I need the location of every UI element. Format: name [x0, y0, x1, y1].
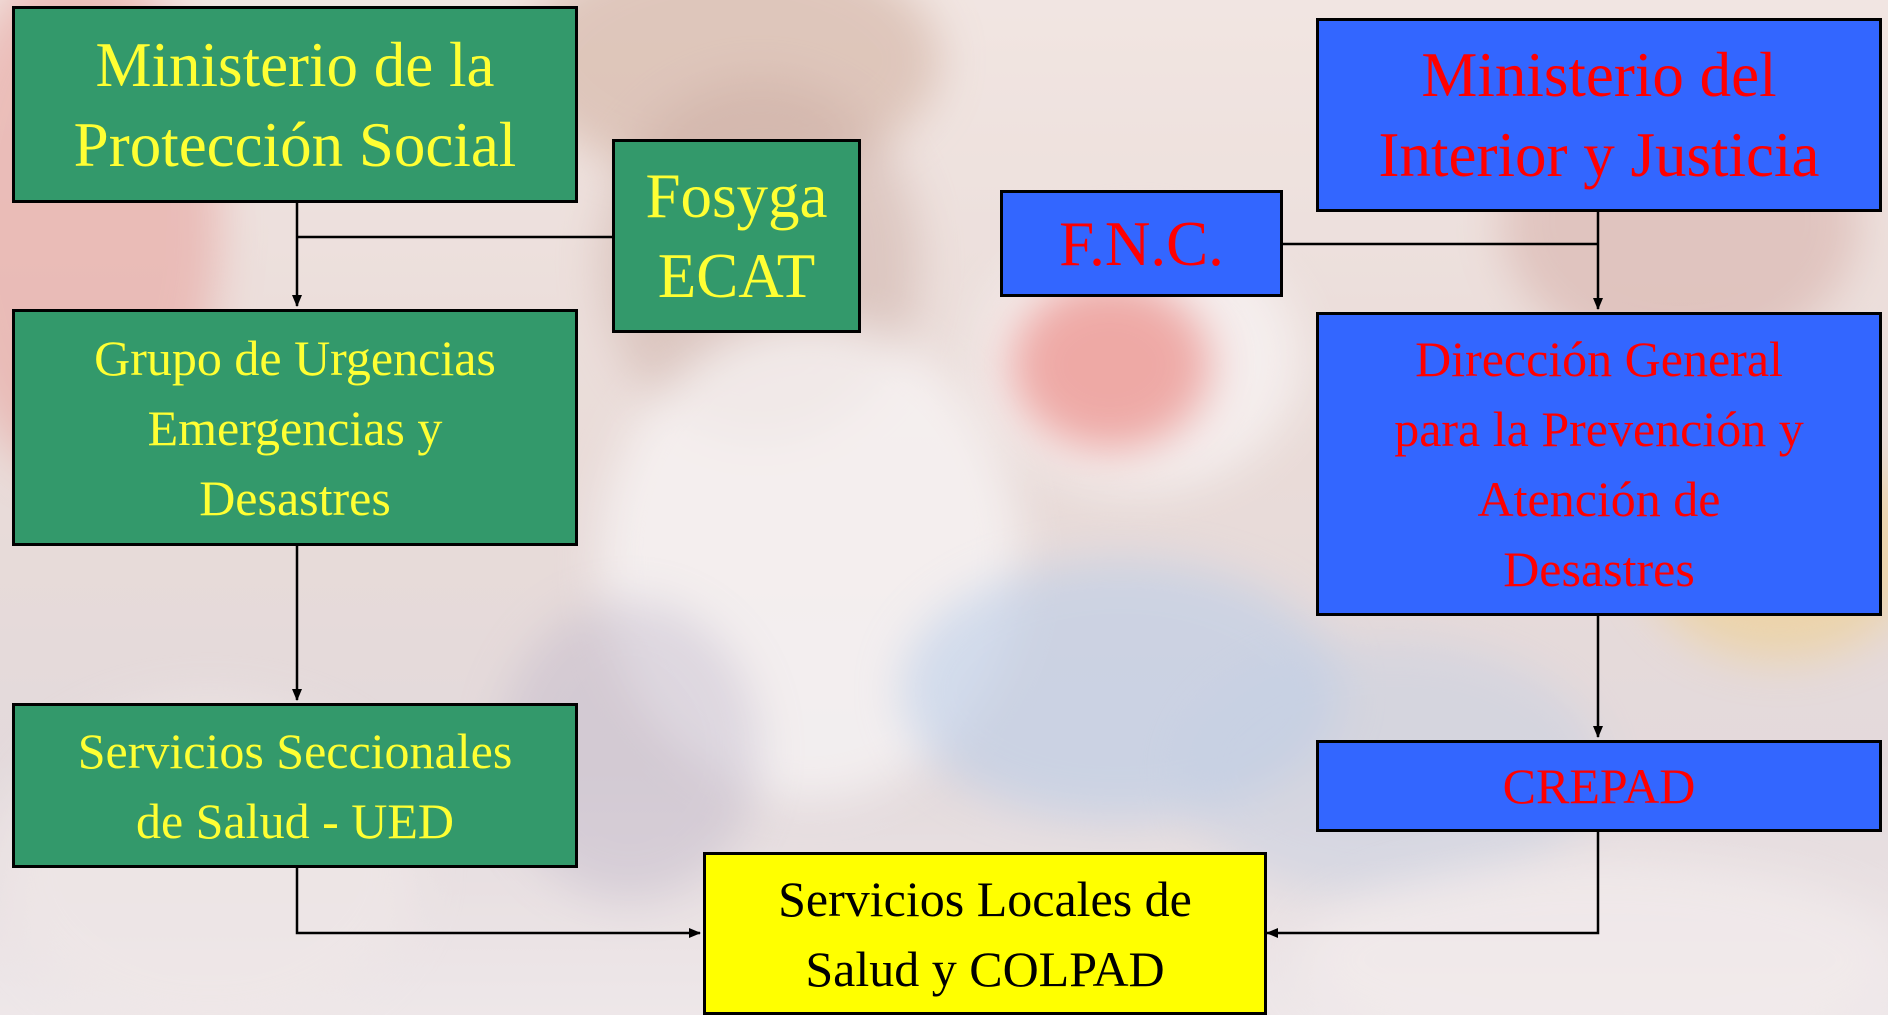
direccion-general-box: Dirección General para la Prevención y A… [1316, 312, 1882, 616]
ministerio-proteccion-social-label: Ministerio de la Protección Social [73, 29, 517, 180]
grupo-urgencias-box: Grupo de Urgencias Emergencias y Desastr… [12, 309, 578, 546]
grupo-urgencias-label: Grupo de Urgencias Emergencias y Desastr… [94, 329, 496, 526]
fosyga-ecat-label: Fosyga ECAT [645, 161, 828, 311]
ministerio-interior-justicia-box: Ministerio del Interior y Justicia [1316, 18, 1882, 212]
direccion-general-label: Dirección General para la Prevención y A… [1394, 331, 1804, 597]
fnc-box: F.N.C. [1000, 190, 1283, 297]
line-crepad-to-locales [1266, 832, 1600, 938]
servicios-locales-box: Servicios Locales de Salud y COLPAD [703, 852, 1267, 1015]
servicios-seccionales-label: Servicios Seccionales de Salud - UED [77, 722, 513, 849]
fnc-label: F.N.C. [1059, 208, 1224, 279]
ministerio-proteccion-social-box: Ministerio de la Protección Social [12, 6, 578, 203]
servicios-seccionales-box: Servicios Seccionales de Salud - UED [12, 703, 578, 868]
crepad-label: CREPAD [1502, 758, 1696, 814]
line-servicios-seccionales-to-locales [295, 868, 701, 938]
fosyga-ecat-box: Fosyga ECAT [612, 139, 861, 333]
ministerio-interior-justicia-label: Ministerio del Interior y Justicia [1378, 40, 1820, 190]
crepad-box: CREPAD [1316, 740, 1882, 832]
servicios-locales-label: Servicios Locales de Salud y COLPAD [778, 870, 1192, 997]
